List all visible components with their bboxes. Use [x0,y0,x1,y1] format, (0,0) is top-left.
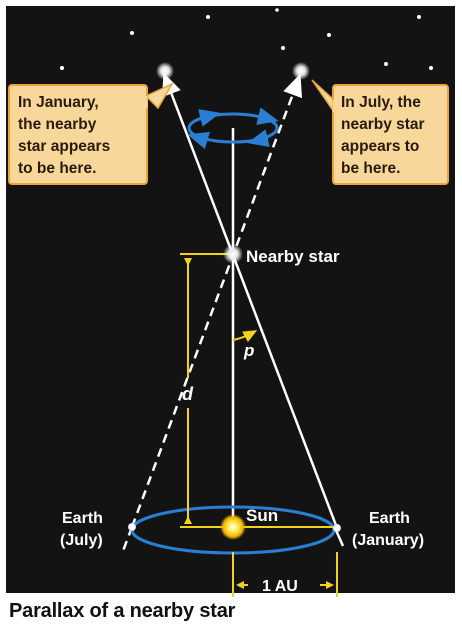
distant-star [60,66,64,70]
parallax-diagram: In January, the nearby star appears to b… [8,8,449,597]
sightline-january [162,72,339,529]
au-label: 1 AU [262,578,298,595]
motion-arrow [256,107,279,125]
earth-january [333,524,341,532]
distance-label: d [182,384,194,404]
parallax-angle-arc [232,330,258,343]
callout-july: In July, the nearby star appears to be h… [311,79,449,185]
apparent-star-july [292,62,310,80]
distant-star [429,66,433,70]
sun [220,514,246,540]
nearby-star-label: Nearby star [246,247,340,266]
callout-july-line: be here. [341,160,400,177]
nearby-star [223,244,243,264]
parallax-angle-label: p [243,341,254,360]
apparent-star-january [156,62,174,80]
distant-star [384,62,388,66]
distant-star [281,46,285,50]
motion-arrow [247,129,270,147]
motion-arrow [198,109,221,127]
earth-july-label: Earth [62,510,103,527]
sun-label: Sun [246,506,278,525]
distant-star [130,31,134,35]
sightline-july-tail [121,526,134,552]
callout-january: In January, the nearby star appears to b… [8,82,174,185]
earth-january-label: Earth [369,510,410,527]
callout-july-line: nearby star [341,116,425,133]
callout-july-line: In July, the [341,94,421,111]
callout-january-line: In January, [18,94,99,111]
sightline-july [130,73,303,528]
apparent-motion-ellipse [187,112,279,144]
distant-star [327,33,331,37]
figure-caption: Parallax of a nearby star [9,600,236,622]
distant-star [275,8,279,12]
distant-star [417,15,421,19]
earth-january-label: (January) [352,532,424,549]
earth-july [128,523,136,531]
callout-january-line: to be here. [18,160,96,177]
motion-arrow [187,131,211,150]
au-bracket [232,552,338,597]
callout-january-line: the nearby [18,116,97,133]
callout-july-line: appears to [341,138,419,155]
earth-july-label: (July) [60,532,103,549]
background-stars [60,8,433,70]
callout-january-line: star appears [18,138,110,155]
distant-star [206,15,210,19]
